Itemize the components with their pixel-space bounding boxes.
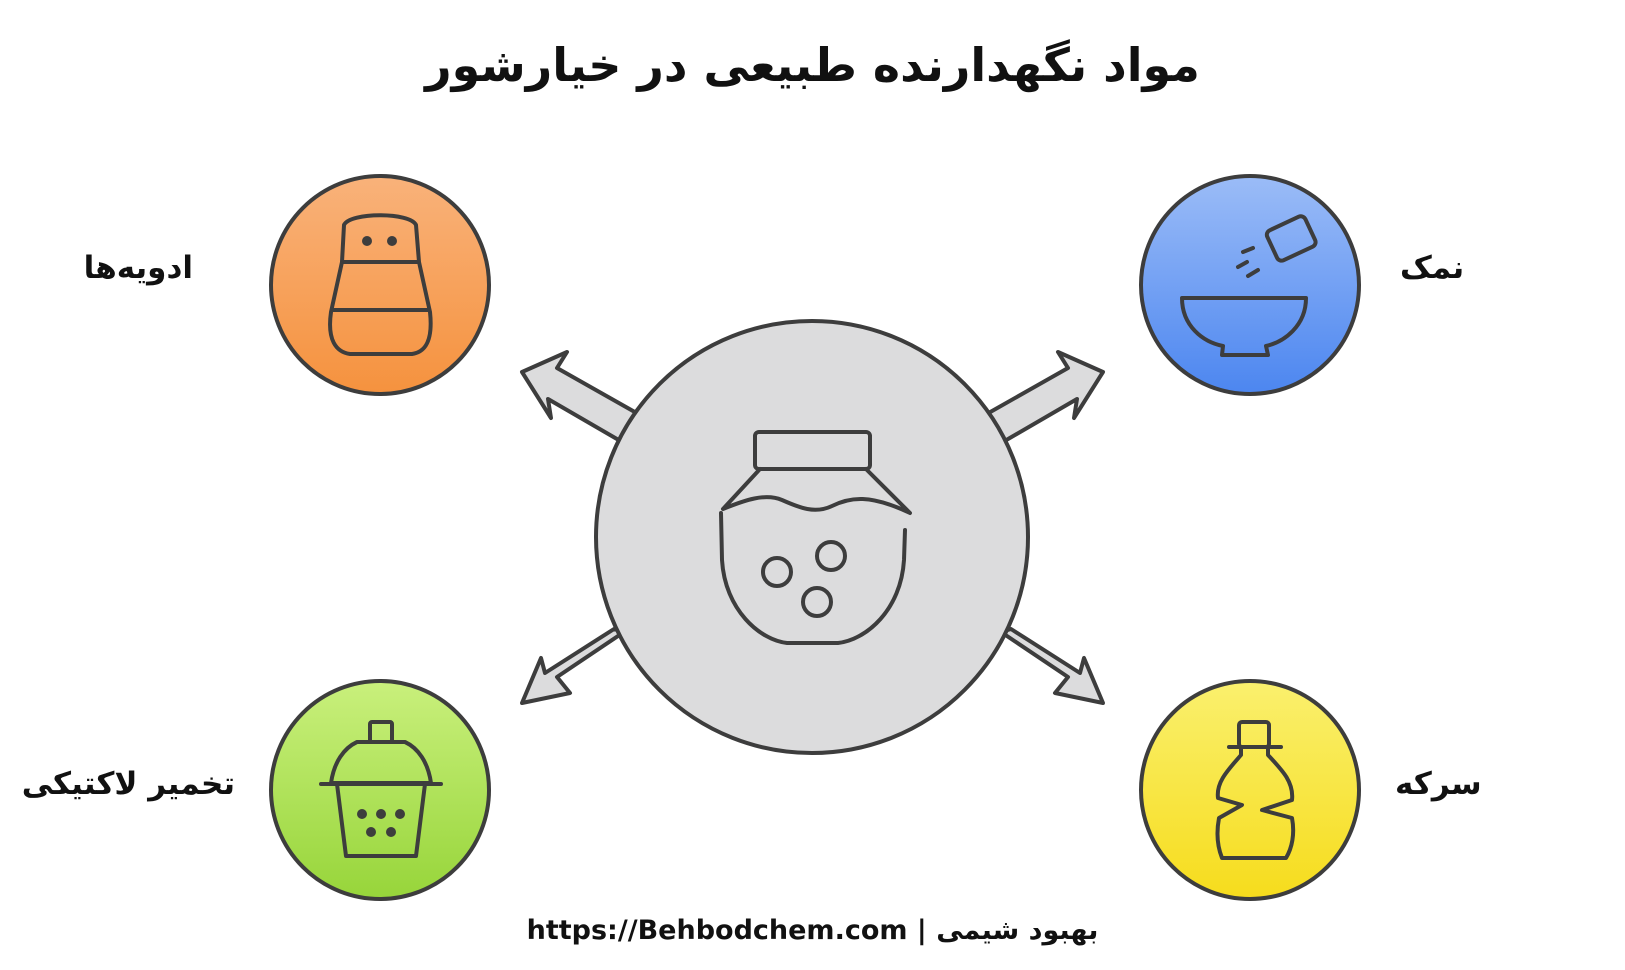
fermentation-cup-icon xyxy=(319,720,443,858)
footer-url[interactable]: https://Behbodchem.com xyxy=(526,915,908,946)
arrow-to-salt xyxy=(983,350,1105,448)
vinegar-bottle-icon xyxy=(1215,720,1296,860)
spices-node xyxy=(269,174,491,396)
salt-bowl-icon xyxy=(1180,214,1318,357)
arrow-to-vinegar xyxy=(999,627,1105,705)
footer: بهبود شیمی | https://Behbodchem.com xyxy=(0,915,1625,946)
salt-label: نمک xyxy=(1400,250,1465,286)
center-node xyxy=(594,319,1030,755)
footer-separator: | xyxy=(916,915,927,946)
arrow-to-lactic xyxy=(520,627,626,705)
spice-shaker-icon xyxy=(328,213,433,356)
salt-node xyxy=(1139,174,1361,396)
vinegar-node xyxy=(1139,679,1361,901)
pickle-jar-icon xyxy=(719,430,912,645)
footer-brand: بهبود شیمی xyxy=(936,915,1099,946)
lactic-fermentation-label: تخمیر لاکتیکی xyxy=(21,766,235,802)
spices-label: ادویه‌ها xyxy=(83,250,193,286)
diagram-title: مواد نگهدارنده طبیعی در خیارشور xyxy=(425,38,1200,92)
lactic-node xyxy=(269,679,491,901)
vinegar-label: سرکه xyxy=(1395,766,1482,802)
arrow-to-spices xyxy=(520,350,642,448)
